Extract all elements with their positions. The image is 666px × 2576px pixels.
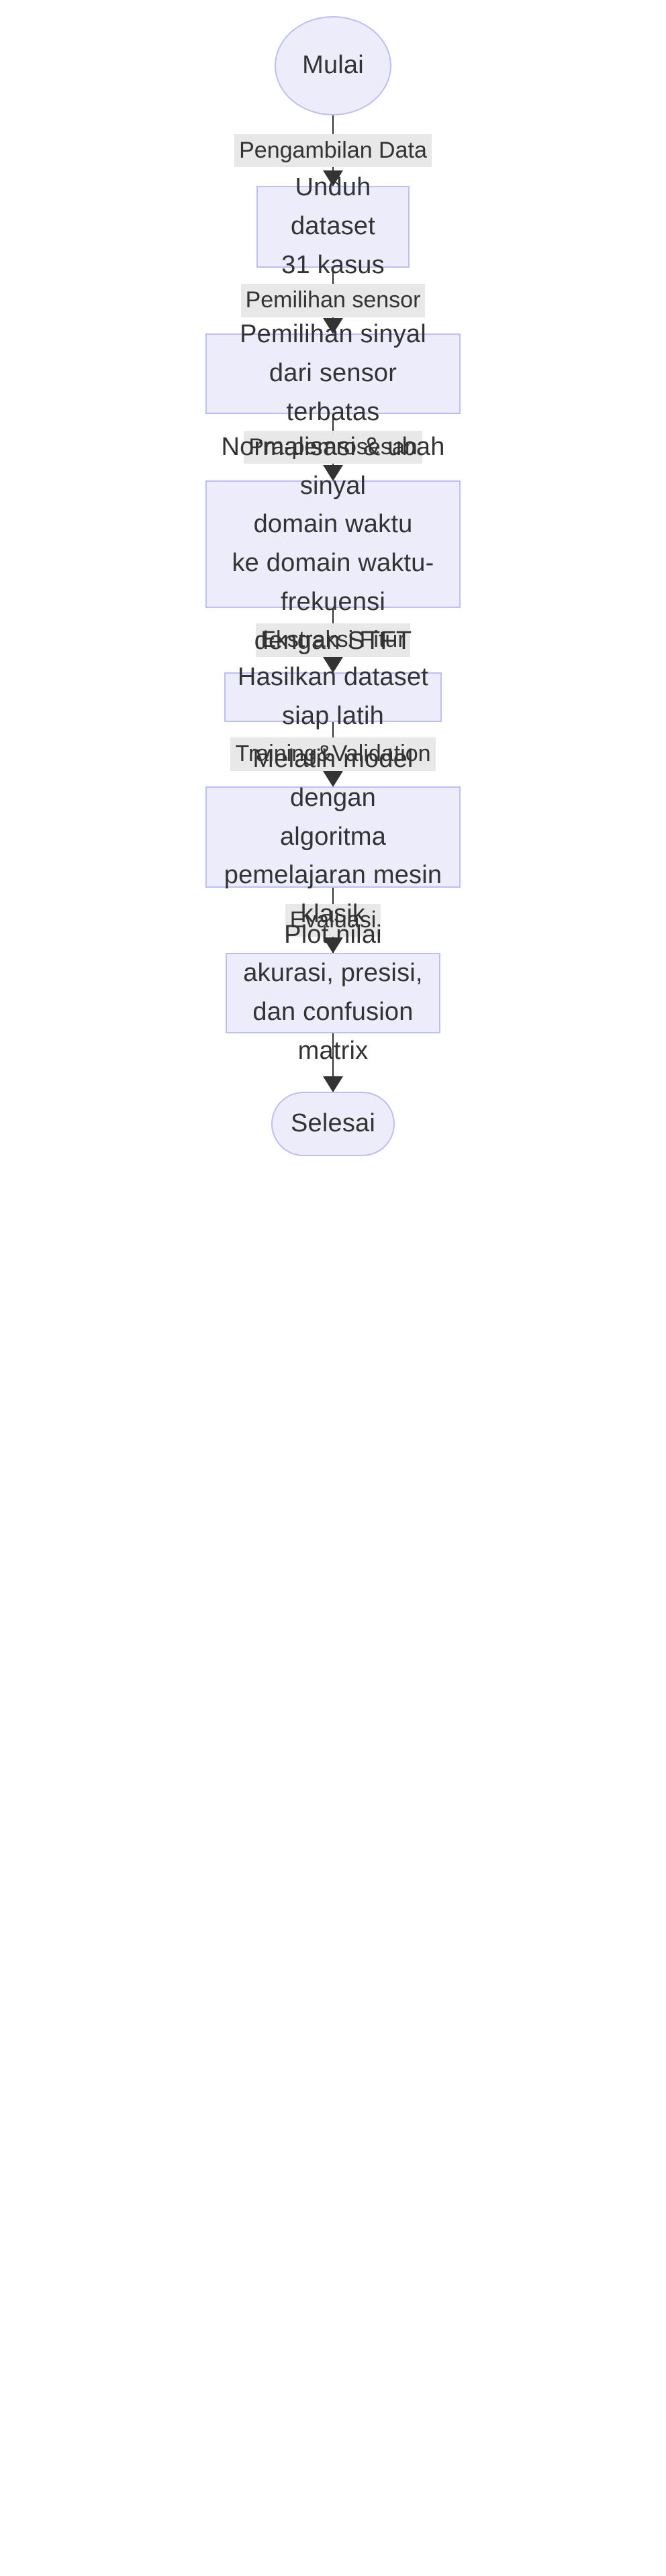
node-normalisasi-stft-line-1: Normalisasi & ubah sinyal (221, 432, 445, 500)
edge-line (332, 1033, 334, 1092)
node-melatih-model-text: Melatih model dengan algoritma pemelajar… (207, 740, 459, 934)
node-normalisasi-stft-text: Normalisasi & ubah sinyal domain waktu k… (207, 428, 459, 661)
node-melatih-model-line-3: klasik (300, 900, 366, 929)
arrow-head-icon (323, 1076, 343, 1092)
node-normalisasi-stft[interactable]: Normalisasi & ubah sinyal domain waktu k… (205, 433, 461, 655)
edge-label-training-validation: Training&Validation (230, 737, 436, 771)
node-pemilihan-sinyal[interactable]: Pemilihan sinyal dari sensor terbatas (205, 320, 461, 426)
node-pemilihan-sinyal-line-2: terbatas (286, 397, 380, 426)
node-normalisasi-stft-line-3: ke domain waktu-frekuensi (232, 549, 434, 616)
arrow-head-icon (323, 318, 343, 334)
node-melatih-model-line-1: Melatih model dengan (252, 745, 414, 812)
node-selesai[interactable]: Selesai (271, 1092, 395, 1156)
node-hasilkan-dataset-line-1: Hasilkan dataset siap latih (237, 663, 429, 730)
edge-label-pra-pemrosesan: Pra-pemrosesan (244, 430, 422, 464)
node-melatih-model[interactable]: Melatih model dengan algoritma pemelajar… (205, 745, 461, 928)
node-mulai-line-1: Mulai (302, 51, 364, 80)
node-plot-metrik-line-2: dan confusion matrix (252, 998, 414, 1065)
arrow-head-icon (323, 771, 343, 787)
node-normalisasi-stft-line-2: domain waktu (253, 510, 413, 539)
edge-label-ekstraksi-fitur: Ekstraksi Fitur (256, 623, 410, 657)
node-unduh-dataset[interactable]: Unduh dataset 31 kasus (256, 173, 410, 279)
edge-pemilihan-sensor: Pemilihan sensor (0, 268, 666, 334)
edge-training-validation: Training&Validation (0, 722, 666, 787)
node-plot-metrik[interactable]: Plot nilai akurasi, presisi, dan confusi… (226, 921, 440, 1065)
node-pemilihan-sinyal-text: Pemilihan sinyal dari sensor terbatas (207, 315, 459, 431)
edge-pengambilan-data: Pengambilan Data (0, 115, 666, 187)
node-plot-metrik-text: Plot nilai akurasi, presisi, dan confusi… (227, 916, 439, 1071)
edge-pra-pemrosesan: Pra-pemrosesan (0, 414, 666, 481)
node-melatih-model-line-2: algoritma pemelajaran mesin (224, 822, 442, 890)
arrow-head-icon (323, 937, 343, 954)
arrow-head-icon (323, 170, 343, 187)
edge-label-pengambilan-data: Pengambilan Data (234, 134, 432, 168)
edge-evaluasi: Evaluasi (0, 888, 666, 954)
node-unduh-dataset-line-2: 31 kasus (281, 250, 385, 279)
arrow-head-icon (323, 465, 343, 481)
node-unduh-dataset-line-1: Unduh dataset (290, 173, 376, 241)
node-hasilkan-dataset[interactable]: Hasilkan dataset siap latih (224, 663, 442, 730)
node-selesai-line-1: Selesai (290, 1109, 376, 1138)
edge-plot-to-selesai (0, 1033, 666, 1092)
node-unduh-dataset-text: Unduh dataset 31 kasus (258, 168, 408, 285)
node-mulai-text: Mulai (276, 46, 390, 85)
node-pemilihan-sinyal-line-1: Pemilihan sinyal dari sensor (240, 320, 426, 388)
arrow-head-icon (323, 657, 343, 673)
node-plot-metrik-line-1: Plot nilai akurasi, presisi, (243, 920, 423, 988)
edge-label-pemilihan-sensor: Pemilihan sensor (240, 284, 426, 317)
node-mulai[interactable]: Mulai (275, 16, 391, 115)
node-hasilkan-dataset-text: Hasilkan dataset siap latih (226, 658, 440, 736)
node-selesai-text: Selesai (273, 1104, 393, 1143)
node-normalisasi-stft-line-4: dengan STFT (254, 626, 412, 655)
edge-ekstraksi-fitur: Ekstraksi Fitur (0, 608, 666, 673)
edge-label-evaluasi: Evaluasi (285, 903, 381, 937)
